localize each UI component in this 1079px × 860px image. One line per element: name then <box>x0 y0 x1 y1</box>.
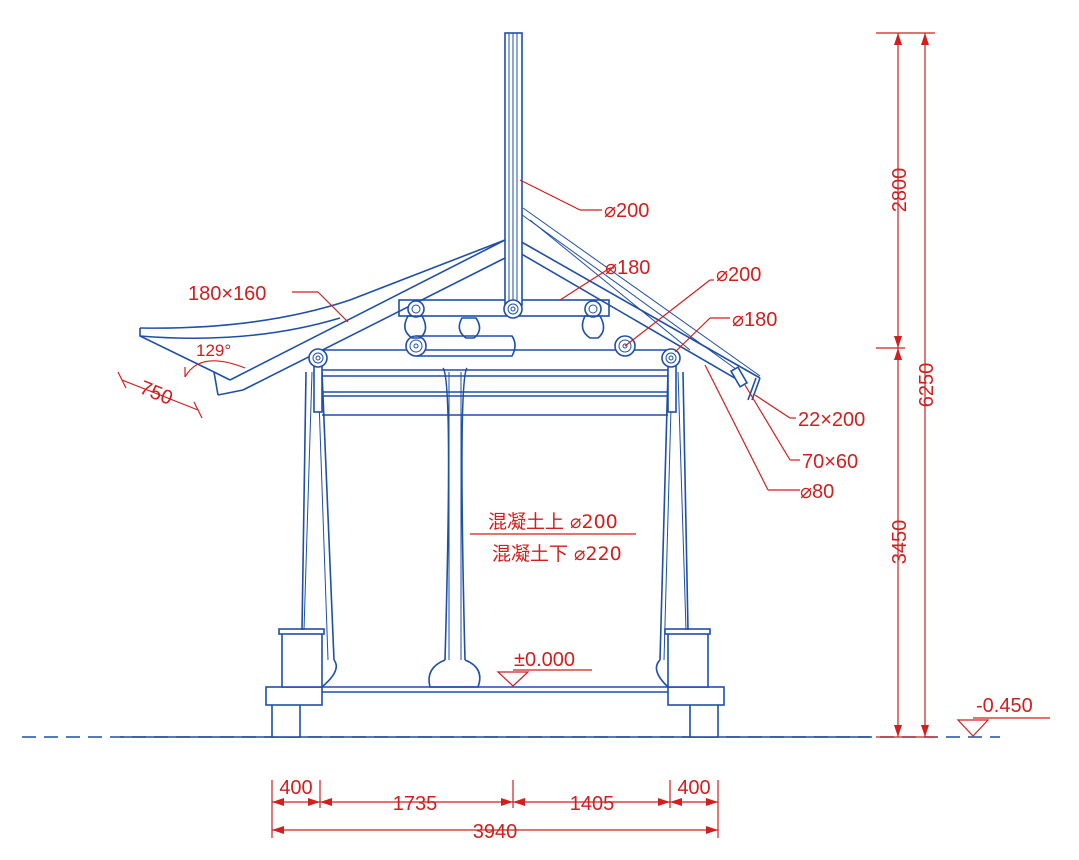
log-upper-right <box>584 300 602 318</box>
label-board-70x60: 70×60 <box>802 451 858 473</box>
log-upper-left <box>407 300 425 318</box>
label-purlin-right: ⌀200 <box>716 264 761 286</box>
label-column-lower: 混凝土下 ⌀220 <box>492 543 622 565</box>
dim-vertical-total: 6250 <box>916 363 938 408</box>
label-eave-purlin: ⌀180 <box>732 309 777 331</box>
log-mid-left <box>405 335 427 357</box>
dim-h-seg3: 1405 <box>570 793 615 815</box>
vertical-dimensions <box>876 32 935 738</box>
mast <box>504 32 523 306</box>
dim-h-seg4: 400 <box>677 777 710 799</box>
beams <box>313 349 677 416</box>
label-angle: 129° <box>196 341 231 360</box>
label-ground-level: -0.450 <box>976 695 1033 717</box>
label-eave-length: 750 <box>136 377 175 410</box>
label-rafter-section: 180×160 <box>188 283 266 305</box>
horizontal-dimensions <box>271 780 719 838</box>
label-board-22x200: 22×200 <box>798 409 865 431</box>
leader-lines <box>117 179 1050 737</box>
label-rod-80: ⌀80 <box>800 481 834 503</box>
annotation-labels: ⌀200 ⌀180 ⌀200 ⌀180 180×160 129° 750 22×… <box>136 168 1032 843</box>
label-purlin-left: ⌀180 <box>605 257 650 279</box>
dim-h-seg1: 400 <box>279 777 312 799</box>
log-eave-left <box>308 348 328 368</box>
purlin-logs <box>308 299 681 368</box>
label-floor-level: ±0.000 <box>514 649 575 671</box>
label-mast-diameter: ⌀200 <box>604 200 649 222</box>
dim-vertical-bottom: 3450 <box>889 520 911 565</box>
log-top-center <box>503 299 523 319</box>
dim-h-seg2: 1735 <box>393 793 438 815</box>
base-plinth <box>265 628 725 738</box>
dim-h-total: 3940 <box>473 821 518 843</box>
label-column-upper: 混凝土上 ⌀200 <box>488 511 618 533</box>
log-eave-right <box>661 348 681 368</box>
dim-vertical-top: 2800 <box>889 168 911 213</box>
